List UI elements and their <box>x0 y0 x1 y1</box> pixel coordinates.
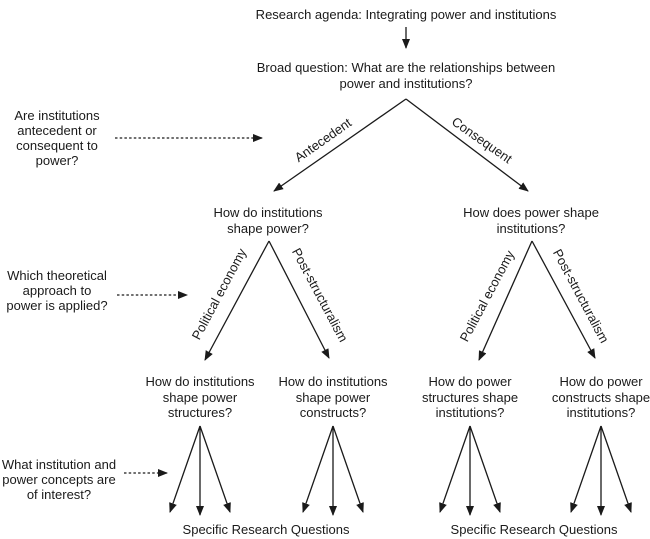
node-line: How do institutions <box>145 374 255 389</box>
fan-arrow <box>439 425 471 513</box>
fan-arrow <box>169 425 201 513</box>
node-line: How do institutions <box>278 374 388 389</box>
node-line: shape power <box>162 389 238 405</box>
level3-node-structures-shape-institutions: How do power structures shape institutio… <box>422 374 518 421</box>
annotation-line: Which theoretical <box>7 268 107 283</box>
node-line: shape power <box>295 389 371 405</box>
node-line: structures shape <box>421 389 519 405</box>
arrow-left-post-structuralism <box>268 240 330 359</box>
arrow-branch-consequent <box>405 98 529 192</box>
annotation-line: approach to <box>22 283 92 298</box>
annotation-line: consequent to <box>16 138 98 153</box>
level3-node-power-structures: How do institutions shape power structur… <box>145 374 254 421</box>
level3-node-power-constructs: How do institutions shape power construc… <box>278 374 387 421</box>
root-node: Research agenda: Integrating power and i… <box>255 7 557 22</box>
node-line: shape power? <box>227 220 309 236</box>
node-line: institutions? <box>496 220 566 236</box>
node-line: How does power shape <box>463 205 599 220</box>
node-line: How do power <box>428 374 512 389</box>
fan-arrow <box>469 425 501 513</box>
annotation-line: power? <box>35 153 79 168</box>
level2-node-power-shapes-institutions: How does power shape institutions? <box>463 205 599 236</box>
annotation-line: of interest? <box>26 487 92 502</box>
annotation-line: antecedent or <box>17 123 97 138</box>
fan-arrow <box>570 425 602 513</box>
arrow-right-political-economy <box>478 240 533 361</box>
node-line: How do institutions <box>213 205 323 220</box>
level3-node-constructs-shape-institutions: How do power constructs shape institutio… <box>552 374 650 421</box>
level2-node-institutions-shape-power: How do institutions shape power? <box>213 205 322 236</box>
arrow-branch-antecedent <box>273 98 407 192</box>
node-line: How do power <box>559 374 643 389</box>
annotation-theoretical-approach: Which theoretical approach to power is a… <box>6 268 107 313</box>
fan-arrow <box>302 425 334 513</box>
node-line: institutions? <box>435 405 505 420</box>
annotation-line: power is applied? <box>6 298 108 313</box>
fan-arrow <box>332 425 364 513</box>
leaf-label-specific-research-questions-left: Specific Research Questions <box>182 522 350 537</box>
arrow-left-political-economy <box>204 240 270 361</box>
node-line: institutions? <box>566 405 636 420</box>
fan-arrow <box>600 425 632 513</box>
node-line: constructs? <box>299 405 367 420</box>
annotation-line: What institution and <box>1 457 117 472</box>
annotation-line: Are institutions <box>14 108 100 123</box>
arrow-right-post-structuralism <box>531 240 596 359</box>
annotation-antecedent-or-consequent: Are institutions antecedent or consequen… <box>14 108 99 168</box>
annotation-line: power concepts are <box>2 472 116 487</box>
node-line: constructs shape <box>551 389 650 405</box>
broad-question-line2: power and institutions? <box>339 75 473 91</box>
annotation-concepts-of-interest: What institution and power concepts are … <box>2 457 116 502</box>
leaf-label-specific-research-questions-right: Specific Research Questions <box>450 522 618 537</box>
node-line: structures? <box>167 405 233 420</box>
broad-question-line1: Broad question: What are the relationshi… <box>256 60 556 75</box>
broad-question-node: Broad question: What are the relationshi… <box>257 60 555 91</box>
fan-arrow <box>199 425 231 513</box>
